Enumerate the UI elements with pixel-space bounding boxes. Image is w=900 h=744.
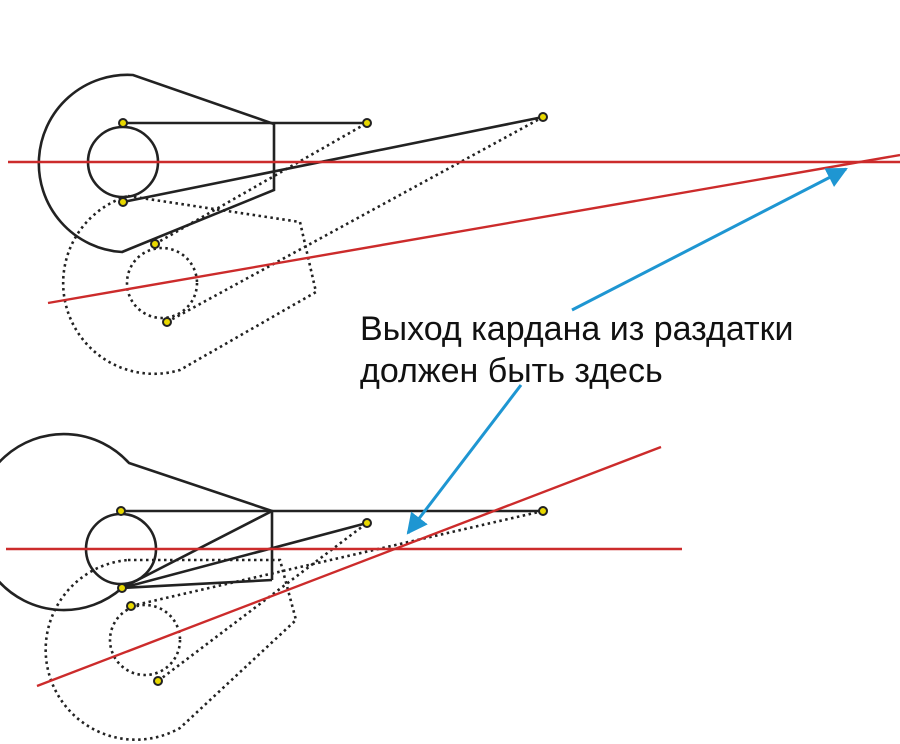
top-moved-lower-arm xyxy=(166,115,544,324)
pivot-point xyxy=(362,518,372,528)
pivot-point xyxy=(118,118,128,128)
top-driveshaft-axis xyxy=(47,153,900,305)
pivot-point xyxy=(153,676,163,686)
pivot-point xyxy=(162,317,172,327)
annotation-line-1: Выход кардана из раздатки xyxy=(360,310,794,348)
top-pivot-points xyxy=(118,112,548,327)
arrow-to-top-intersection xyxy=(571,167,848,312)
bottom-moved-housing-outline xyxy=(44,558,298,741)
pivot-point xyxy=(538,112,548,122)
bottom-moved-lower-arm xyxy=(157,521,368,683)
pivot-point xyxy=(538,506,548,516)
top-lower-arm xyxy=(122,115,544,204)
annotation-label: Выход кардана из раздатки должен быть зд… xyxy=(360,308,880,392)
bottom-moved-upper-arm xyxy=(130,509,544,608)
bottom-pivot-points xyxy=(116,506,548,686)
top-moved-housing-outline xyxy=(61,194,318,376)
bottom-housing-lower-edge xyxy=(121,578,273,590)
pivot-point xyxy=(150,239,160,249)
bottom-moved-inner-hole xyxy=(108,603,182,677)
top-housing-outline xyxy=(37,73,276,254)
bottom-lower-arm xyxy=(121,521,368,590)
top-variant xyxy=(8,73,900,376)
arrow-to-bottom-intersection xyxy=(406,384,523,535)
bottom-housing-outline xyxy=(0,432,276,612)
pivot-point xyxy=(126,601,136,611)
pivot-point xyxy=(117,583,127,593)
bottom-variant xyxy=(0,432,682,741)
pivot-point xyxy=(116,506,126,516)
bottom-driveshaft-axis xyxy=(36,445,662,688)
pivot-point xyxy=(118,197,128,207)
annotation-line-2: должен быть здесь xyxy=(360,352,663,390)
top-moved-upper-arm xyxy=(154,121,368,246)
top-moved-inner-hole xyxy=(125,246,199,320)
pivot-point xyxy=(362,118,372,128)
